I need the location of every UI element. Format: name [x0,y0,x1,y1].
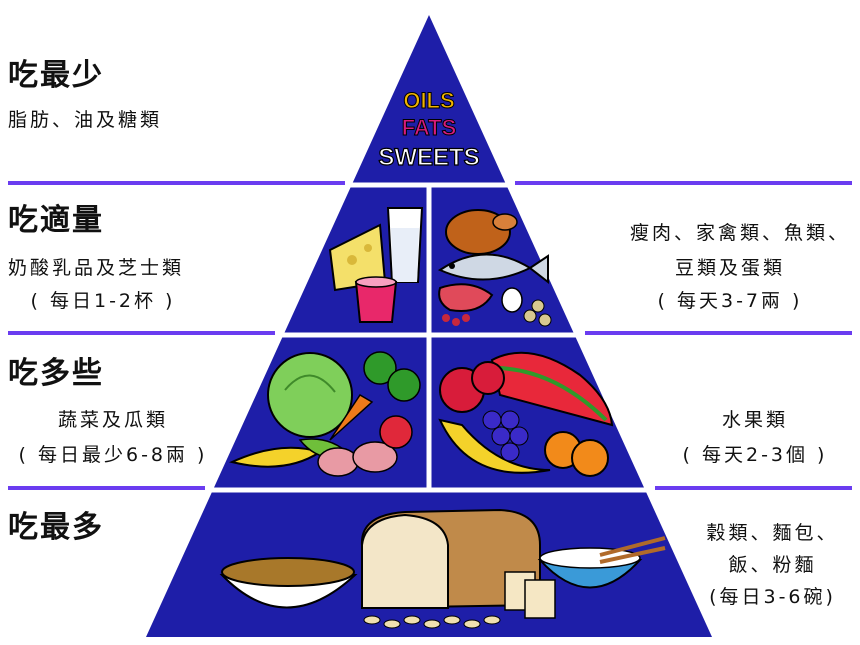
tier-3-left-line-2: ( 每日最少6-8兩 ) [18,444,208,466]
crackers-icon [504,571,556,619]
oils-word: OILS [403,88,454,113]
egg-icon [501,287,523,313]
tier-1-heading: 吃最少 [8,58,104,93]
pasta-icon [363,615,501,629]
tier-2-left-line-2: ( 每日1-2杯 ) [30,290,176,312]
fats-word: FATS [402,115,457,140]
banana-icon [438,418,551,474]
tier-3-heading: 吃多些 [8,356,104,391]
tier-2-right-line-2: 豆類及蛋類 [674,257,785,279]
sweets-word: SWEETS [378,144,479,171]
tier-2-heading: 吃適量 [8,203,104,238]
fruits-group [438,351,614,477]
tier-3-left-line-1: 蔬菜及瓜類 [57,409,168,431]
yogurt-cup-icon [354,276,398,323]
tier-4-right-line-1: 穀類、麵包、 [706,522,839,544]
grains-group [219,508,666,629]
watermelon-icon [490,351,614,427]
chopsticks-icon [599,536,666,564]
tier-separators [205,182,655,493]
cereal-bowl-icon [219,557,358,609]
protein-group [437,209,552,327]
tier-4-heading: 吃最多 [8,510,104,545]
broccoli-icon [363,351,421,402]
grapes-icon [482,410,529,462]
tier-4-right-line-2: 飯、粉麵 [728,554,817,576]
bread-loaf-icon [360,508,541,610]
tier-3-right-line-1: 水果類 [721,409,788,431]
tier-2-right-line-3: ( 每天3-7兩 ) [657,290,803,312]
rice-bowl-icon [537,547,643,589]
orange-icon [544,431,609,477]
vegetables-group [228,351,421,477]
tier-2-left-line-1: 奶酸乳品及芝士類 [8,257,185,279]
apple-icon [439,361,505,413]
cabbage-icon [267,352,353,438]
apple-icon [379,415,413,449]
milk-glass-icon [386,207,424,283]
tier-2-right-line-1: 瘦肉、家禽類、魚類、 [629,222,850,244]
divider-lines [8,181,852,490]
steak-icon [438,283,494,312]
dairy-group [328,207,424,323]
beans-icon [442,299,552,327]
potato-icon [317,441,398,477]
tier-3-right-line-2: ( 每天2-3個 ) [682,444,828,466]
tier-4-right-line-3: (每日3-6碗) [709,586,836,608]
carrot-icon [329,393,374,441]
fish-icon [437,253,549,285]
tier-1-left-line-1: 脂肪、油及糖類 [8,109,163,131]
